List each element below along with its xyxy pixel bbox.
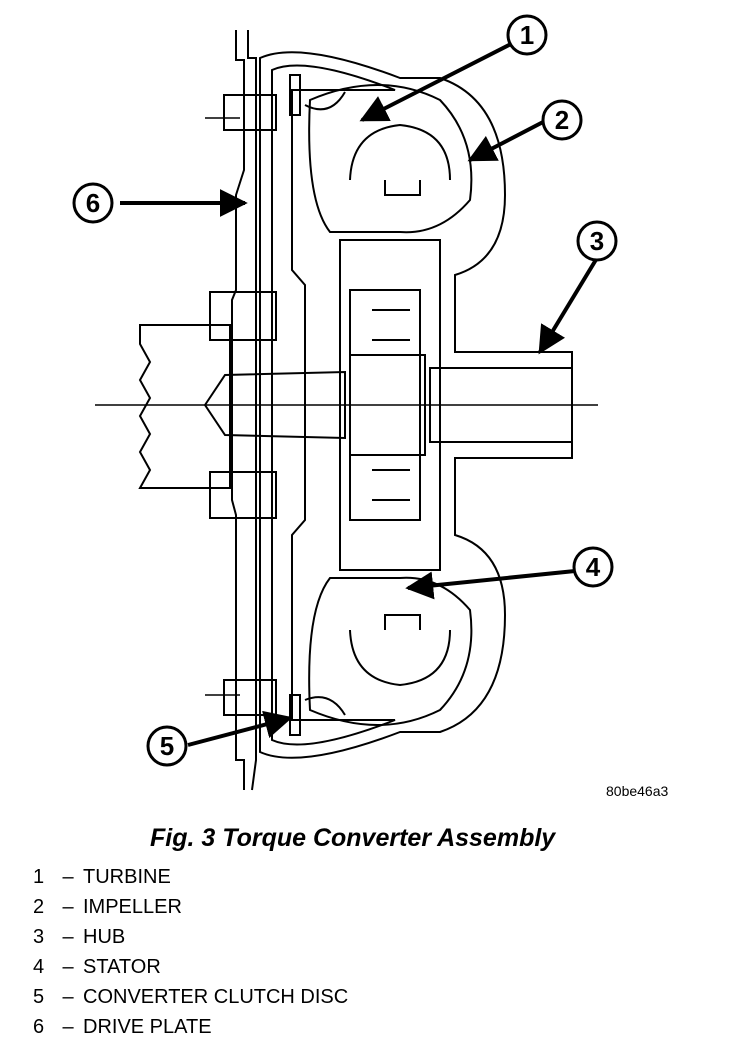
- legend-item: 4–STATOR: [33, 956, 161, 978]
- legend-label: DRIVE PLATE: [83, 1016, 212, 1038]
- legend-item: 6–DRIVE PLATE: [33, 1016, 212, 1038]
- leader-arrow-4: [405, 569, 576, 600]
- legend-item: 3–HUB: [33, 926, 126, 948]
- callout-label-3: 3: [590, 226, 604, 256]
- bolt-bottom: [223, 679, 277, 716]
- stator-core: [339, 239, 441, 571]
- callout-label-2: 2: [555, 105, 569, 135]
- callout-label-4: 4: [586, 552, 601, 582]
- bolt-top: [223, 94, 277, 131]
- hub-splines: [349, 354, 426, 456]
- callout-label-5: 5: [160, 731, 174, 761]
- callout-circle-5: [146, 725, 188, 767]
- legend-label: STATOR: [83, 956, 161, 978]
- turbine-lower: [308, 576, 473, 726]
- figure-caption: Fig. 3 Torque Converter Assembly: [150, 824, 556, 852]
- callout-label-1: 1: [520, 20, 534, 50]
- callout-circle-6: [72, 182, 114, 224]
- hub: [429, 367, 573, 443]
- callout-circle-1: [506, 14, 548, 56]
- drive-plate: [231, 30, 245, 790]
- callout-circle-2: [541, 99, 583, 141]
- converter-housing: [259, 51, 573, 759]
- callout-circle-3: [576, 220, 618, 262]
- callout-circle-4: [572, 546, 614, 588]
- bolt-lower: [209, 471, 277, 519]
- legend-label: IMPELLER: [83, 896, 182, 918]
- leader-arrow-3: [538, 256, 599, 355]
- legend-item: 2–IMPELLER: [33, 896, 182, 918]
- crankshaft: [138, 324, 231, 489]
- converter-drawing: [138, 30, 573, 791]
- torque-converter-diagram: 1 2 3 4 5 6: [72, 14, 618, 791]
- legend-label: TURBINE: [83, 866, 171, 888]
- callout-label-6: 6: [86, 188, 100, 218]
- leader-arrow-1: [359, 41, 514, 122]
- legend-label: CONVERTER CLUTCH DISC: [83, 986, 349, 1008]
- turbine-upper: [308, 84, 473, 234]
- bolt-upper: [209, 291, 277, 341]
- figure-code: 80be46a3: [606, 783, 669, 799]
- legend-item: 5–CONVERTER CLUTCH DISC: [33, 986, 349, 1008]
- legend-label: HUB: [83, 926, 126, 948]
- leader-arrow-5: [187, 710, 293, 747]
- legend-item: 1–TURBINE: [33, 866, 171, 888]
- legend-list: 1–TURBINE 2–IMPELLER 3–HUB 4–STATOR 5–CO…: [33, 862, 348, 1042]
- leader-arrow-2: [467, 119, 546, 162]
